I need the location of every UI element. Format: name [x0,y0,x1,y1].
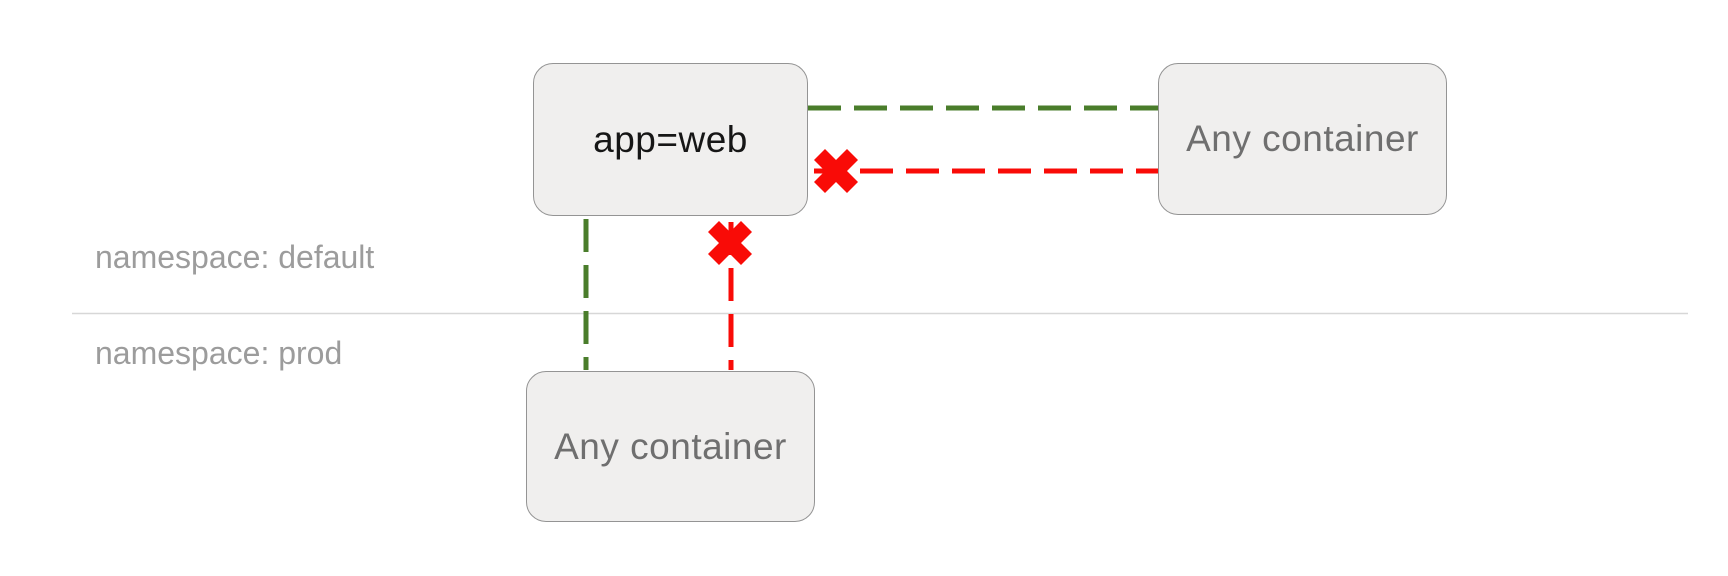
cross-mark-icon [814,149,858,193]
cross-mark-icon [708,221,752,265]
namespace-label-prod: namespace: prod [95,335,343,371]
namespace-label-default: namespace: default [95,239,375,275]
node-label: Any container [1186,118,1419,159]
node-label: Any container [554,425,787,467]
node-any-container-default: Any container [1158,63,1447,215]
node-label: app=web [593,118,748,160]
node-app-web: app=web [533,63,808,216]
node-any-container-prod: Any container [526,371,815,522]
